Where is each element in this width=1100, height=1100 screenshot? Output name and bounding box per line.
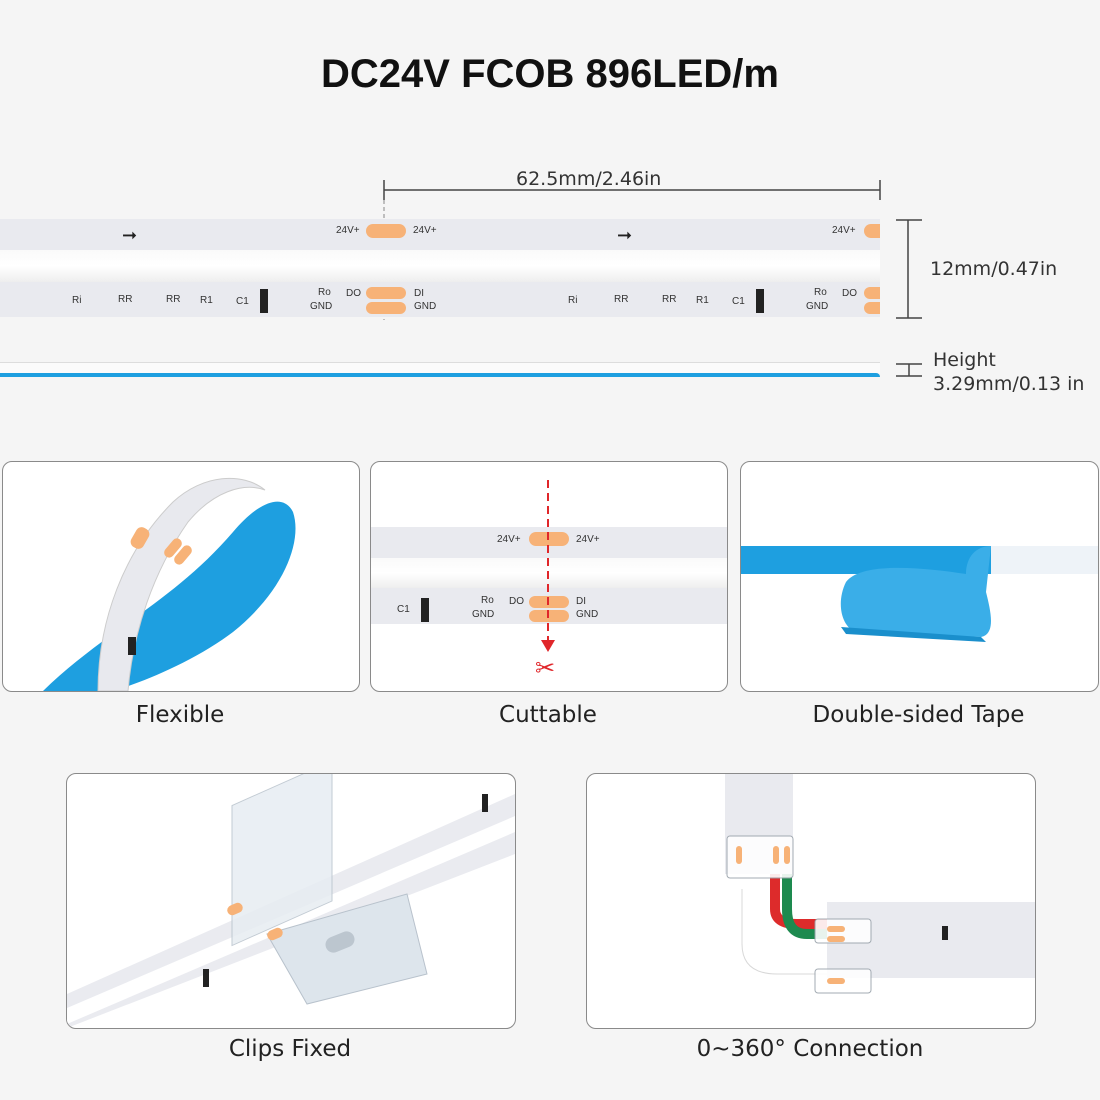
label-c1: C1	[236, 296, 249, 307]
label-di: DI	[576, 596, 586, 607]
solder-pad	[864, 224, 880, 238]
label-ri: Ri	[72, 295, 82, 306]
caption-double-sided-tape: Double-sided Tape	[812, 702, 1025, 728]
caption-connection: 0~360° Connection	[696, 1036, 924, 1062]
direction-arrow-icon: ➞	[617, 225, 633, 246]
label-do: DO	[346, 288, 361, 299]
height-value: 3.29mm/0.13 in	[933, 373, 1085, 395]
feature-panel-clips	[66, 773, 516, 1029]
caption-clips-fixed: Clips Fixed	[228, 1036, 352, 1062]
label-24v: 24V+	[413, 225, 437, 236]
label-rr: RR	[166, 294, 181, 305]
direction-arrow-icon: ➞	[122, 225, 138, 246]
cut-length-label: 62.5mm/2.46in	[516, 168, 662, 190]
label-24v: 24V+	[576, 534, 600, 545]
label-r1: R1	[696, 295, 709, 306]
ic-chip	[421, 598, 429, 622]
solder-pad	[366, 302, 406, 314]
feature-panel-tape	[740, 461, 1099, 692]
feature-panel-cuttable: 24V+ 24V+ Ro DO GND DI GND C1 ✂	[370, 461, 728, 692]
label-gnd: GND	[472, 609, 495, 620]
label-do: DO	[842, 288, 857, 299]
clips-illustration	[67, 774, 515, 1028]
label-c1: C1	[397, 604, 410, 615]
solder-pad	[366, 224, 406, 238]
strip-cob-line	[0, 250, 880, 282]
feature-panel-connection	[586, 773, 1036, 1029]
caption-flexible: Flexible	[135, 702, 225, 728]
scissors-icon: ✂	[535, 654, 556, 682]
solder-pad	[366, 287, 406, 299]
flexible-strip-illustration	[43, 477, 296, 691]
label-gnd: GND	[414, 301, 437, 312]
tape-illustration	[741, 546, 1098, 642]
label-gnd: GND	[806, 301, 829, 312]
label-ro: Ro	[814, 287, 827, 298]
ic-chip	[756, 289, 764, 313]
label-24v: 24V+	[832, 225, 856, 236]
solder-pad	[864, 287, 880, 299]
label-rr: RR	[614, 294, 629, 305]
label-gnd: GND	[576, 609, 599, 620]
page-title: DC24V FCOB 896LED/m	[321, 52, 779, 96]
label-do: DO	[509, 596, 524, 607]
label-ro: Ro	[318, 287, 331, 298]
label-ri: Ri	[568, 295, 578, 306]
label-gnd: GND	[310, 301, 333, 312]
height-label: Height	[933, 349, 996, 371]
solder-pad	[864, 302, 880, 314]
label-di: DI	[414, 288, 424, 299]
label-rr: RR	[118, 294, 133, 305]
label-rr: RR	[662, 294, 677, 305]
ic-chip	[260, 289, 268, 313]
label-24v: 24V+	[336, 225, 360, 236]
label-r1: R1	[200, 295, 213, 306]
label-24v: 24V+	[497, 534, 521, 545]
cut-line-and-scissors	[541, 480, 555, 652]
label-c1: C1	[732, 296, 745, 307]
feature-panel-flexible	[2, 461, 360, 692]
connector-illustration	[726, 835, 948, 994]
strip-profile	[0, 362, 880, 373]
caption-cuttable: Cuttable	[499, 702, 597, 728]
tape-profile	[0, 373, 880, 377]
label-ro: Ro	[481, 595, 494, 606]
width-label: 12mm/0.47in	[930, 258, 1058, 280]
